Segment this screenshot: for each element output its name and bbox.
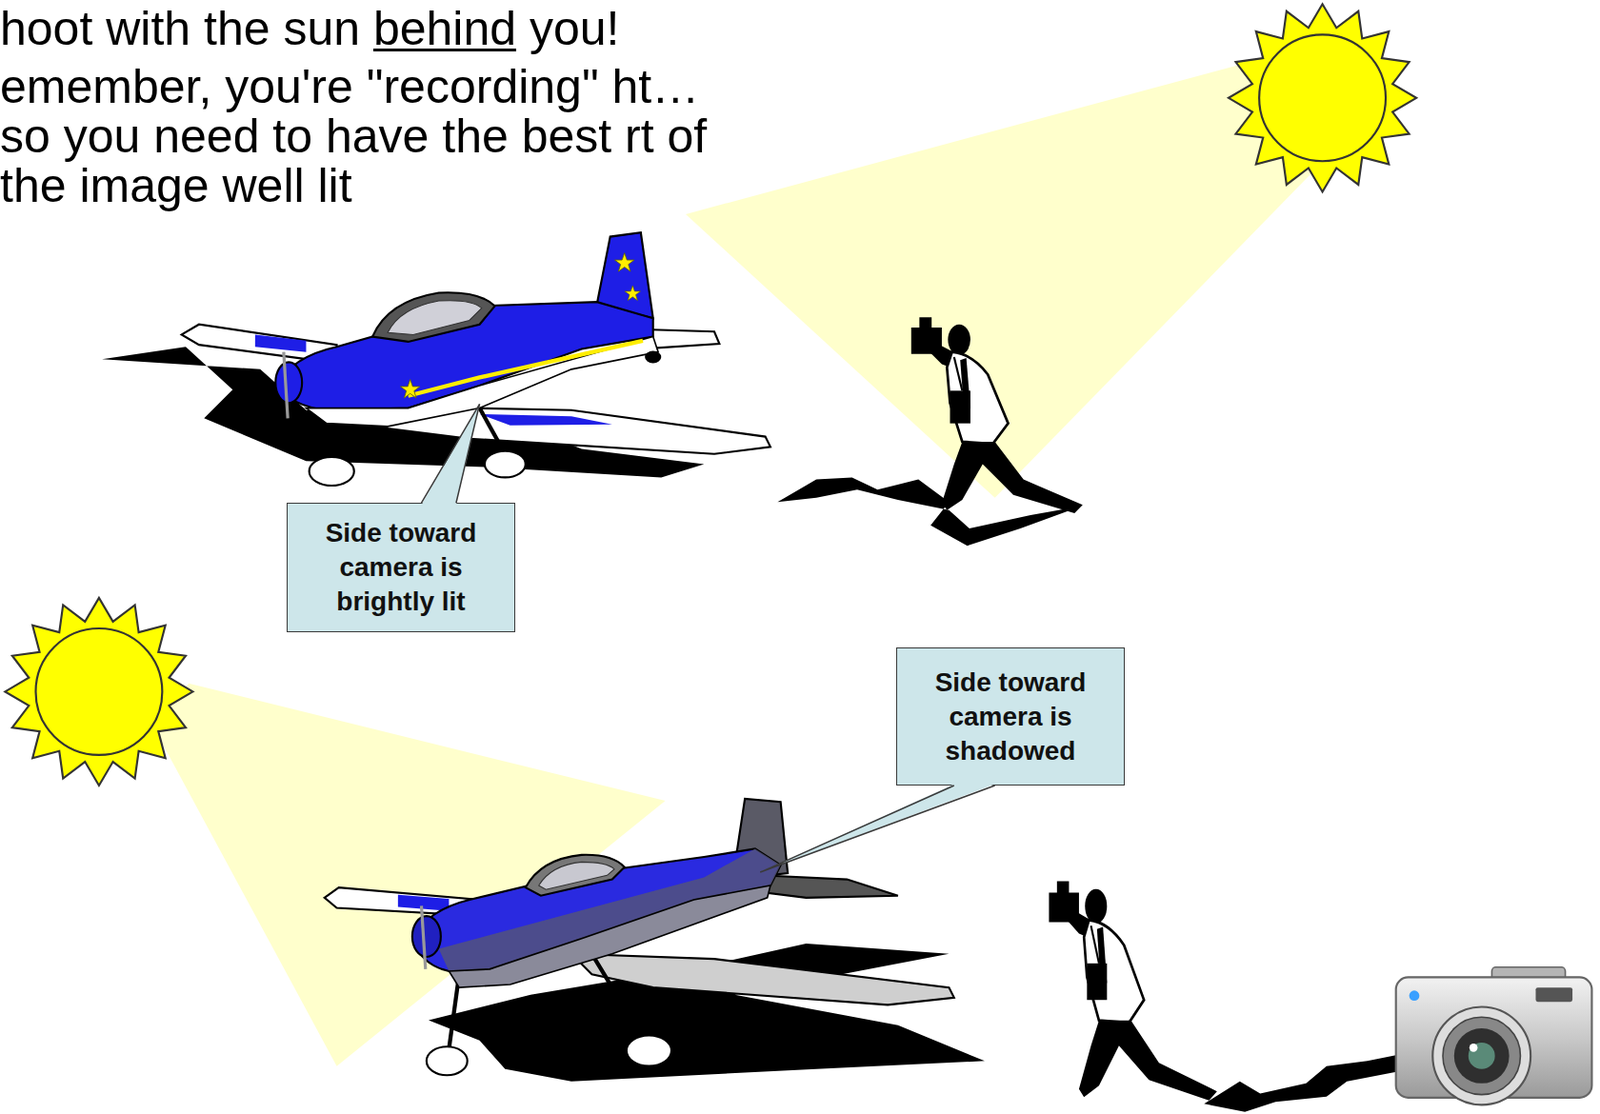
callout-box: Side toward camera is shadowed — [896, 647, 1125, 786]
callout-box: Side toward camera is brightly lit — [286, 502, 516, 633]
camera-lens — [1468, 1042, 1496, 1070]
propeller — [421, 905, 426, 969]
heading-bullet: hoot with the sun behind you! — [0, 3, 620, 54]
wheel — [309, 457, 355, 486]
callout-tail-outline — [760, 785, 995, 873]
propeller — [283, 352, 288, 420]
fuselage-belly — [305, 337, 659, 427]
sun-icon — [1228, 3, 1417, 192]
callout-tail-outline — [421, 403, 480, 503]
callout-text: Side toward camera is brightly lit — [297, 516, 505, 620]
star-decal — [400, 380, 420, 399]
tail-wheel — [644, 351, 661, 364]
horizontal-stabilizer — [760, 875, 899, 899]
canopy-glass — [539, 861, 615, 890]
callout-text: Side toward camera is shadowed — [906, 665, 1115, 769]
camera-body — [1396, 977, 1593, 1098]
lit-airplane — [101, 232, 771, 486]
photographer — [1048, 880, 1217, 1100]
camera-viewfinder — [1536, 987, 1574, 1002]
shadowed-airplane — [324, 799, 985, 1082]
body-note: emember, you're "recording" ht…so you ne… — [0, 61, 720, 211]
callout-tail — [760, 783, 995, 873]
spinner — [275, 361, 302, 403]
wheel — [484, 451, 526, 479]
wheel — [426, 1046, 468, 1076]
lens-highlight — [1469, 1043, 1479, 1053]
camera-light — [1409, 990, 1420, 1001]
camera-lens — [1432, 1007, 1531, 1106]
photographer-shadow — [1203, 1051, 1419, 1113]
fuselage-stripe — [408, 340, 643, 397]
wing-stripe — [255, 334, 307, 352]
canopy-glass — [387, 300, 482, 336]
photographer — [911, 317, 1083, 514]
wing-stripe — [480, 414, 613, 426]
wing-stripe — [398, 895, 450, 912]
camera-icon — [1396, 967, 1593, 1106]
star-decal — [615, 253, 635, 272]
star-decal — [624, 285, 640, 301]
canopy — [525, 855, 625, 897]
spinner — [412, 916, 441, 958]
text-underline — [373, 48, 517, 52]
fuselage-belly — [448, 885, 771, 988]
camera-lens — [1442, 1017, 1520, 1095]
near-wing — [571, 954, 955, 1006]
wheel — [626, 1036, 672, 1067]
sun-icon — [4, 598, 193, 786]
canopy — [372, 292, 496, 342]
camera-lens — [1454, 1028, 1510, 1084]
callout-tail — [421, 403, 480, 505]
